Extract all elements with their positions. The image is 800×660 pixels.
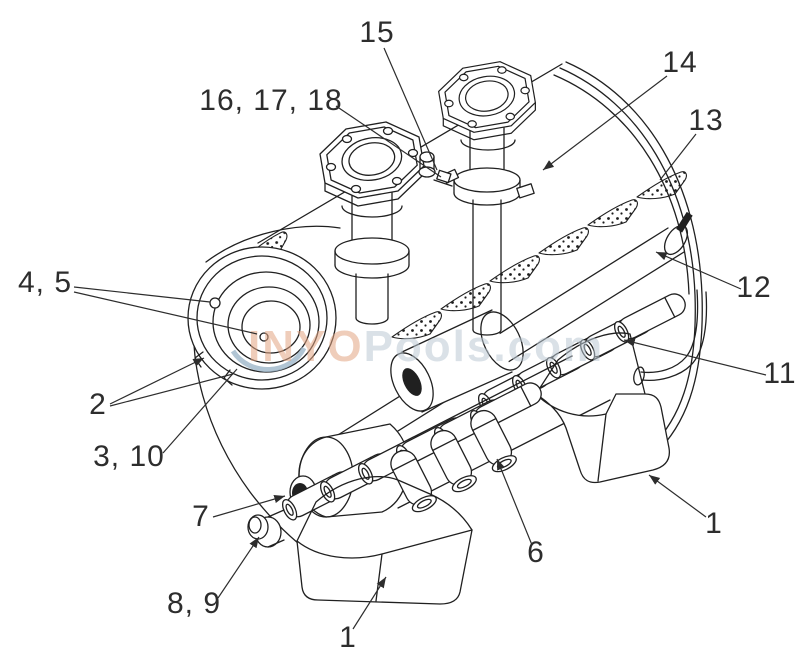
- air-valve: [418, 151, 453, 187]
- callout-label-3: 13: [688, 104, 723, 137]
- callout-label-13: 1: [339, 621, 357, 654]
- callout-leader-12: [648, 474, 707, 518]
- callout-leader-1: [335, 105, 442, 178]
- callout-label-5: 11: [763, 357, 796, 390]
- callout-leader-5: [623, 338, 767, 376]
- callout-leader-0: [383, 47, 438, 171]
- right-port-neck: [442, 127, 535, 336]
- callout-leader-2: [542, 75, 668, 171]
- callout-leader-3: [659, 133, 697, 181]
- left-flange-plate: [319, 121, 425, 207]
- filter-lid: [187, 246, 337, 390]
- callout-label-8: 3, 10: [93, 440, 165, 473]
- callout-leader-9: [212, 494, 286, 518]
- callout-label-10: 8, 9: [167, 587, 221, 620]
- base-stand-right: [535, 332, 671, 484]
- callout-leader-7: [109, 373, 234, 407]
- drain-plug: [247, 509, 285, 548]
- callout-label-4: 12: [736, 271, 771, 304]
- watermark: INYOPools.com: [248, 322, 604, 371]
- return-hose: [633, 289, 708, 386]
- base-stand-left: [296, 476, 473, 605]
- callout-leader-4: [655, 251, 742, 290]
- callout-leader-6: [73, 286, 211, 303]
- callout-label-11: 6: [527, 536, 545, 569]
- callout-leader-13: [352, 576, 387, 630]
- callout-label-6: 4, 5: [18, 266, 72, 299]
- callout-leader-11: [496, 458, 533, 546]
- callout-label-12: 1: [705, 507, 723, 540]
- callout-label-7: 2: [89, 388, 107, 421]
- left-port-neck: [334, 191, 410, 325]
- callout-label-0: 15: [359, 16, 394, 49]
- callout-leader-8: [162, 368, 238, 454]
- callout-leader-10: [217, 536, 260, 599]
- callout-label-9: 7: [192, 500, 210, 533]
- callout-label-1: 16, 17, 18: [199, 84, 342, 117]
- callout-leader-7: [109, 357, 205, 405]
- callout-label-2: 14: [662, 46, 697, 79]
- callout-leader-6: [73, 291, 258, 335]
